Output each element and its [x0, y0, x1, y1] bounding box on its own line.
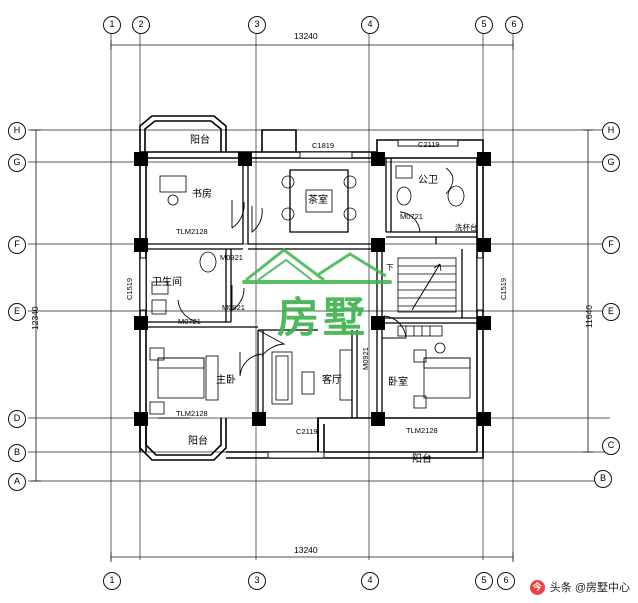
dimension-left: 12340: [30, 306, 40, 330]
door-tag-tlm2128-bottom-right: TLM2128: [406, 426, 438, 435]
window-tag-c1519-right: C1519: [499, 277, 508, 300]
grid-label-top-1: 1: [103, 16, 121, 34]
grid-label-left-d: D: [8, 410, 26, 428]
window-tag-c1519-left: C1519: [125, 277, 134, 300]
window-tag-c2119-top: C2119: [418, 140, 440, 149]
door-tag-m0721-bath: M0721: [400, 212, 423, 221]
grid-label-left-b: B: [8, 444, 26, 462]
room-label-bedroom: 卧室: [388, 377, 408, 388]
room-label-balcony-top-left: 阳台: [190, 135, 210, 146]
stair-direction-label: 下: [386, 263, 394, 272]
grid-label-left-a: A: [8, 473, 26, 491]
door-tag-tlm2128-bottom-left: TLM2128: [176, 409, 208, 418]
toutiao-logo-icon: 今: [529, 579, 545, 595]
door-tag-m0921-living: M0921: [361, 347, 370, 370]
room-label-balcony-bottom-left: 阳台: [188, 436, 208, 447]
grid-label-top-2: 2: [132, 16, 150, 34]
grid-label-bottom-5: 5: [475, 572, 493, 590]
grid-label-bottom-3: 3: [248, 572, 266, 590]
room-label-master-bedroom: 主卧: [216, 375, 236, 386]
window-tag-c2119-bottom: C2119: [296, 427, 318, 436]
room-label-bathroom: 卫生间: [152, 277, 182, 288]
door-tag-m0921-tea: M0921: [220, 253, 243, 262]
grid-label-right-e: E: [602, 303, 620, 321]
grid-label-right-h: H: [602, 122, 620, 140]
room-label-balcony-bottom-right: 阳台: [412, 454, 432, 465]
grid-label-top-5: 5: [475, 16, 493, 34]
grid-label-left-e: E: [8, 303, 26, 321]
grid-label-right-g: G: [602, 154, 620, 172]
footer-brand-text: 头条 @房墅中心: [549, 582, 630, 594]
grid-label-top-4: 4: [361, 16, 379, 34]
door-tag-m0921-bathroom: M0921: [222, 303, 245, 312]
grid-label-bottom-6: 6: [497, 572, 515, 590]
footer-brand: 今 头条 @房墅中心: [529, 579, 630, 595]
grid-label-left-g: G: [8, 154, 26, 172]
room-label-study: 书房: [192, 189, 212, 200]
grid-label-top-3: 3: [248, 16, 266, 34]
grid-label-bottom-1: 1: [103, 572, 121, 590]
room-label-public-bath: 公卫: [418, 175, 438, 186]
grid-label-right-f: F: [602, 236, 620, 254]
dimension-top: 13240: [294, 31, 318, 41]
grid-label-right-c: C: [602, 437, 620, 455]
door-tag-tlm2128-top: TLM2128: [176, 227, 208, 236]
door-tag-m0721-bathroom: M0721: [178, 317, 201, 326]
dimension-right: 11640: [584, 304, 594, 328]
grid-label-left-f: F: [8, 236, 26, 254]
window-tag-c1819: C1819: [312, 141, 335, 150]
grid-label-bottom-4: 4: [361, 572, 379, 590]
room-label-wash-counter: 洗杯台: [455, 223, 478, 232]
dimension-bottom: 13240: [294, 545, 318, 555]
grid-label-left-h: H: [8, 122, 26, 140]
room-label-living-room: 客厅: [322, 375, 342, 386]
room-label-tea-room: 茶室: [308, 195, 328, 206]
grid-label-right-b: B: [594, 470, 612, 488]
grid-label-top-6: 6: [505, 16, 523, 34]
